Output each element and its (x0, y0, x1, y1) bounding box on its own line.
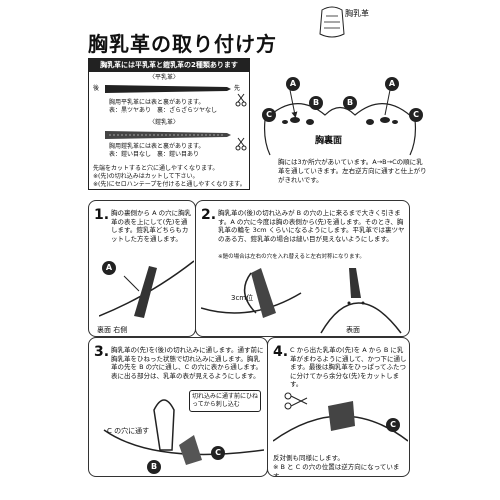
hole-c-right-label: C (409, 108, 423, 122)
hole-c-left-label: C (262, 108, 276, 122)
step-4-number: 4. (273, 344, 289, 360)
hole-b-left-label: B (309, 96, 323, 110)
step-1-number: 1. (94, 207, 110, 223)
page-title: 胸乳革の取り付け方 (88, 32, 277, 56)
back-label: 後 (93, 85, 100, 92)
info-box: 胸乳革には平乳革と鎧乳革の2種類あります 〈平乳革〉 後 先 胸用平乳革には表と… (88, 58, 250, 190)
flat-type-name: 〈平乳革〉 (149, 74, 180, 81)
info-note-2: ※(先)の切れ込みはカットして下さい。 (93, 173, 199, 180)
step-2-panel: 2. 胸乳革の(後)の切れ込みが B の穴の上に来るまで大きく引きます。A の穴… (195, 200, 410, 337)
chest-back-diagram (263, 89, 417, 156)
step-3-hole-c: C (211, 446, 225, 460)
step-1-hole-a: A (102, 261, 116, 275)
armor-desc-1: 胸用鎧乳革には表と裏があります。 (109, 143, 205, 150)
step-2-subnote: ※鎧の場合は左右の穴を入れ替えると左右対称になります。 (218, 254, 365, 260)
step-3-bubble: 切れ込みに通す前にひねってから刺し込む (189, 390, 261, 412)
armor-type-name: 〈鎧乳革〉 (149, 119, 180, 126)
front-label: 先 (234, 85, 241, 92)
step-3-c-note: C の穴に通す (107, 427, 150, 435)
step-1-panel: 1. 胸の裏側から A の穴に胸乳革の表を上にして(先)を通します。鎧乳革どちら… (88, 200, 196, 337)
armor-strap-illustration (105, 131, 231, 139)
armor-desc-2: 表：鎧い目なし 裏：鎧い目あり (109, 151, 200, 158)
info-note-1: 先端をカットすると穴に通しやすくなります。 (93, 165, 219, 172)
armor-chest-icon (319, 6, 345, 38)
scissors-icon (235, 137, 247, 151)
step-2-illustration (201, 268, 402, 334)
scissors-icon (284, 392, 308, 410)
holes-note: 胸には3か所穴があいています。A→B→Cの順に乳革を通していきます。左右逆方向に… (278, 158, 427, 184)
step-4-text: C から出た乳革の(先)を A から B に乳革がまわるように通して、かつ下に通… (290, 346, 407, 388)
chest-back-heading: 胸裏面 (315, 136, 343, 146)
step-4-illustration (273, 392, 408, 442)
scissors-icon (235, 93, 247, 107)
step-3-hole-b: B (147, 460, 161, 474)
flat-strap-illustration (105, 85, 231, 93)
step-2-number: 2. (201, 207, 217, 223)
chest-leather-label: 胸乳革 (345, 9, 369, 18)
step-1-illustration (99, 260, 194, 318)
hole-b-right-label: B (343, 96, 357, 110)
step-2-measure: 3cm位 (231, 294, 254, 302)
step-3-text: 胸乳革の(先)を(後)の切れ込みに通します。通す前に胸乳革をひねった状態で切れ込… (111, 346, 264, 380)
step-3-number: 3. (94, 344, 110, 360)
flat-desc-1: 胸用平乳革には表と裏があります。 (109, 99, 205, 106)
step-2-text: 胸乳革の(後)の切れ込みが B の穴の上に来るまで大きく引きます。A の穴に今度… (218, 209, 405, 243)
flat-desc-2: 表：黒ツヤあり 裏：ざらざらツヤなし (109, 107, 218, 114)
hole-a-right-label: A (385, 77, 399, 91)
step-4-hole-c: C (386, 418, 400, 432)
step-4-note-1: 反対側も同様にします。 (273, 454, 344, 462)
step-3-panel: 3. 胸乳革の(先)を(後)の切れ込みに通します。通す前に胸乳革をひねった状態で… (88, 337, 268, 477)
hole-a-left-label: A (286, 77, 300, 91)
step-1-text: 胸の裏側から A の穴に胸乳革の表を上にして(先)を通します。鎧乳革どちらもカッ… (111, 209, 192, 243)
step-4-note-2: ※ B と C の穴の位置は逆方向になっています。 (273, 463, 400, 477)
step-3-illustration (103, 399, 264, 465)
step-4-panel: 4. C から出た乳革の(先)を A から B に乳革がまわるように通して、かつ… (267, 337, 410, 477)
info-header: 胸乳革には平乳革と鎧乳革の2種類あります (89, 59, 249, 72)
step-2-caption: 表面 (346, 326, 360, 334)
info-note-3: ※(先)にセロハンテープを付けると通しやすくなります。 (93, 181, 246, 188)
step-1-caption: 裏面 右側 (97, 326, 128, 334)
